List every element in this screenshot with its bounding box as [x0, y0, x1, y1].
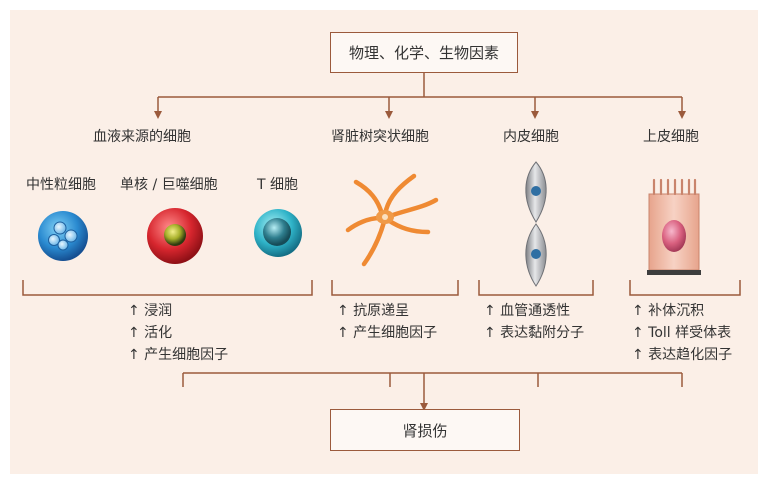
effect-chemokine-expression: ↑ 表达趋化因子 [632, 347, 733, 363]
diagram-panel [10, 10, 758, 474]
cause-box: 物理、化学、生物因素 [330, 32, 518, 73]
bracket-dendritic [331, 280, 459, 296]
blood-cell-effects: ↑ 浸润 ↑ 活化 ↑ 产生细胞因子 [128, 300, 228, 366]
bracket-endothelial [478, 280, 594, 296]
category-epithelial-cells: 上皮细胞 [643, 129, 699, 145]
epithelial-cell-effects: ↑ 补体沉积 ↑ Toll 样受体表 ↑ 表达趋化因子 [632, 300, 732, 366]
neutrophil-label: 中性粒细胞 [26, 177, 96, 193]
kidney-injury-box: 肾损伤 [330, 409, 520, 451]
effect-infiltration: ↑ 浸润 [128, 303, 173, 319]
epithelial-cell-illustration [647, 178, 701, 275]
effect-vascular-permeability: ↑ 血管通透性 [484, 303, 571, 319]
monocyte-macrophage-illustration [147, 208, 203, 264]
effect-adhesion-molecule-expression: ↑ 表达黏附分子 [484, 325, 585, 341]
effect-activation: ↑ 活化 [128, 325, 173, 341]
endothelial-cell-effects: ↑ 血管通透性 ↑ 表达黏附分子 [484, 300, 584, 344]
dendritic-cell-illustration [345, 173, 439, 267]
effect-complement-deposition: ↑ 补体沉积 [632, 303, 705, 319]
t-cell-illustration [254, 209, 302, 257]
bracket-epithelial [629, 280, 741, 296]
category-dendritic-cells: 肾脏树突状细胞 [331, 129, 429, 145]
endothelial-cell-illustration [525, 161, 547, 287]
effect-toll-like-receptor: ↑ Toll 样受体表 [632, 325, 732, 341]
category-blood-cells: 血液来源的细胞 [93, 129, 191, 145]
t-cell-label: T 细胞 [257, 177, 299, 193]
bracket-blood [22, 280, 313, 296]
monocyte-macrophage-label: 单核 / 巨噬细胞 [120, 177, 218, 193]
neutrophil-illustration [38, 211, 88, 261]
category-endothelial-cells: 内皮细胞 [503, 129, 559, 145]
effect-antigen-presentation: ↑ 抗原递呈 [337, 303, 410, 319]
effect-cytokine-production: ↑ 产生细胞因子 [128, 347, 229, 363]
dendritic-cell-effects: ↑ 抗原递呈 ↑ 产生细胞因子 [337, 300, 437, 344]
effect-cytokine-production: ↑ 产生细胞因子 [337, 325, 438, 341]
